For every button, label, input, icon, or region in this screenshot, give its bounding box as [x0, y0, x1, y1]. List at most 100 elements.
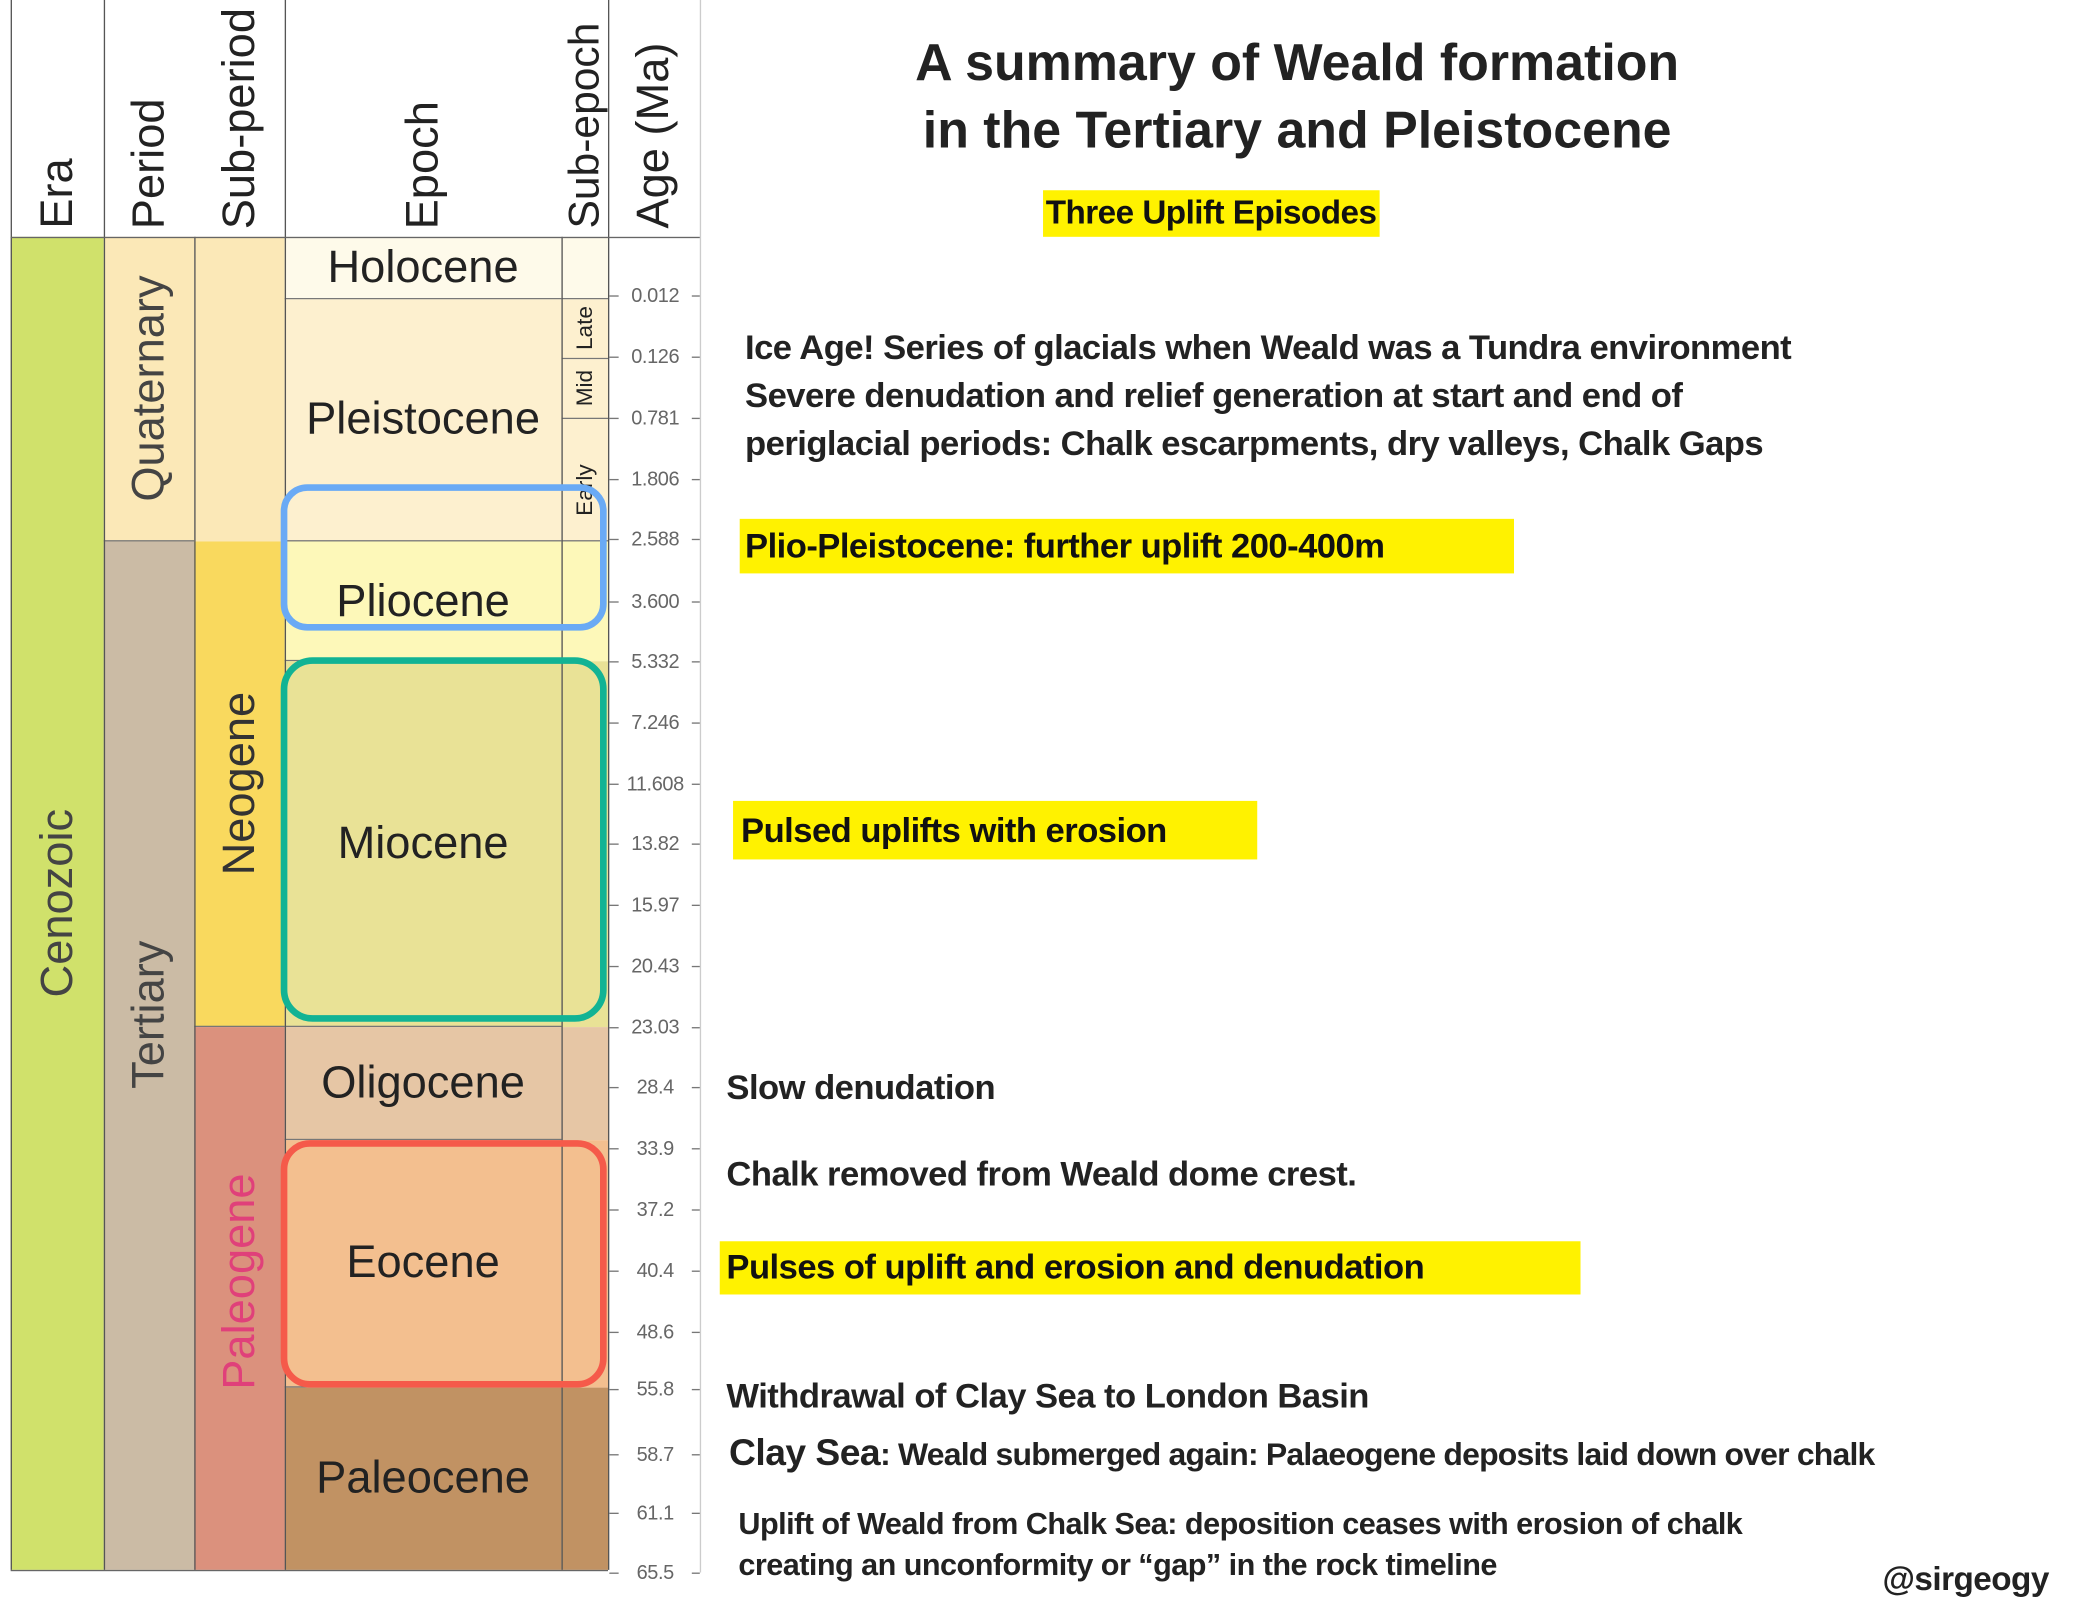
tick-mark [691, 1026, 700, 1028]
note-ice-age-1: Ice Age! Series of glacials when Weald w… [745, 327, 1792, 368]
age-tick-label: 28.4 [636, 1075, 675, 1099]
tick-mark [609, 904, 619, 906]
age-tick-label: 33.9 [636, 1136, 675, 1160]
age-tick: 2.588 [609, 526, 700, 553]
age-tick-label: 40.4 [636, 1259, 675, 1282]
header-period-label: Period [123, 98, 174, 229]
sub-epoch-late: Late [561, 299, 608, 360]
tick-mark [691, 1453, 700, 1455]
age-tick-label: 13.82 [631, 832, 680, 855]
header-epoch-label: Epoch [397, 100, 448, 229]
header-age-label: Age (Ma) [627, 42, 679, 229]
sub-epoch-oligocene [561, 1027, 608, 1141]
age-tick-label: 15.97 [631, 893, 680, 916]
header-sub-period-label: Sub-period [213, 7, 265, 229]
epoch-pleistocene: Pleistocene [284, 299, 562, 542]
sub-period-label: Neogene [213, 691, 265, 876]
period-label: Tertiary [123, 940, 174, 1089]
sub-epoch-label: Late [571, 306, 597, 351]
header-era-label: Era [31, 158, 82, 229]
age-tick: 58.7 [609, 1441, 700, 1468]
author-credit: @sirgeogy [1882, 1560, 2050, 1598]
header-sub-epoch-label: Sub-epoch [560, 22, 608, 229]
clay-sea-text: : Weald submerged again: Palaeogene depo… [880, 1436, 1875, 1473]
age-tick-label: 0.126 [631, 345, 680, 368]
note-slow-denudation: Slow denudation [726, 1066, 996, 1107]
tick-mark [691, 355, 700, 358]
sub-epoch-holocene [561, 236, 608, 300]
tick-mark [691, 660, 700, 662]
tick-mark [691, 1269, 700, 1272]
note-withdrawal: Withdrawal of Clay Sea to London Basin [726, 1375, 1369, 1416]
note-uplift-1: Uplift of Weald from Chalk Sea: depositi… [738, 1506, 1743, 1541]
note-pulsed-uplifts: Pulsed uplifts with erosion [733, 800, 1258, 860]
tick-mark [691, 1388, 700, 1390]
tick-mark [691, 600, 700, 603]
sub-period-paleogene: Paleogene [194, 1027, 285, 1570]
header-age: Age (Ma) [608, 43, 700, 229]
era-cenozoic: Cenozoic [10, 236, 104, 1570]
age-tick: 40.4 [609, 1257, 700, 1284]
age-tick: 33.9 [609, 1135, 700, 1162]
eocene-uplift-box [280, 1140, 607, 1388]
tick-mark [691, 1208, 700, 1210]
tick-mark [691, 1511, 700, 1514]
header-sub-period: Sub-period [194, 8, 284, 229]
epoch-label: Oligocene [321, 1057, 525, 1108]
tick-mark [609, 417, 619, 419]
age-tick-label: 37.2 [636, 1198, 675, 1221]
tick-mark [609, 782, 619, 785]
clay-sea-label: Clay Sea [729, 1431, 881, 1473]
epoch-eocene: Eocene [284, 1140, 562, 1388]
tick-mark [609, 1388, 619, 1390]
age-tick-label: 48.6 [636, 1320, 675, 1344]
age-tick: 61.1 [609, 1499, 700, 1526]
tick-mark [609, 538, 619, 540]
age-tick-label: 0.781 [631, 406, 680, 430]
column-divider [607, 0, 610, 1570]
age-tick: 55.8 [609, 1376, 700, 1403]
tick-mark [691, 478, 700, 480]
tick-mark [609, 1269, 619, 1272]
tick-mark [609, 842, 619, 845]
age-tick: 1.806 [609, 466, 700, 493]
sub-period-neogene: Neogene [194, 541, 285, 1028]
sub-epoch-mid: Mid [561, 359, 608, 420]
tick-mark [691, 1571, 700, 1574]
age-tick: 0.126 [609, 343, 700, 370]
epoch-oligocene: Oligocene [284, 1027, 562, 1141]
age-tick: 20.43 [609, 953, 700, 980]
epoch-label: Eocene [346, 1237, 500, 1288]
header-epoch: Epoch [285, 101, 562, 229]
tick-mark [691, 842, 700, 845]
epoch-label: Holocene [327, 241, 519, 293]
epoch-label: Miocene [337, 817, 509, 869]
header-sub-epoch: Sub-epoch [560, 22, 608, 229]
age-tick-label: 58.7 [636, 1442, 675, 1466]
column-divider [194, 236, 196, 1570]
epoch-pliocene: Pliocene [284, 541, 562, 662]
age-tick-label: 5.332 [631, 649, 680, 673]
age-tick: 28.4 [609, 1074, 700, 1101]
tick-mark [691, 721, 700, 724]
tick-mark [609, 1026, 619, 1028]
epoch-label: Pleistocene [306, 393, 540, 445]
tick-mark [609, 355, 619, 358]
age-tick-label: 11.608 [626, 772, 685, 795]
age-tick-label: 65.5 [636, 1561, 675, 1584]
epoch-label: Paleocene [316, 1452, 530, 1504]
age-tick-label: 23.03 [631, 1015, 680, 1039]
title-line-2: in the Tertiary and Pleistocene [922, 102, 1672, 160]
age-tick: 7.246 [609, 709, 700, 736]
tick-mark [609, 1208, 619, 1210]
tick-mark [691, 294, 700, 297]
column-divider [103, 0, 106, 1570]
tick-mark [609, 600, 619, 603]
tick-mark [609, 965, 619, 967]
header-divider [10, 236, 700, 239]
tick-mark [609, 294, 619, 297]
period-quaternary: Quaternary [103, 236, 195, 542]
period-tertiary: Tertiary [103, 541, 195, 1570]
age-tick: 37.2 [609, 1196, 700, 1223]
